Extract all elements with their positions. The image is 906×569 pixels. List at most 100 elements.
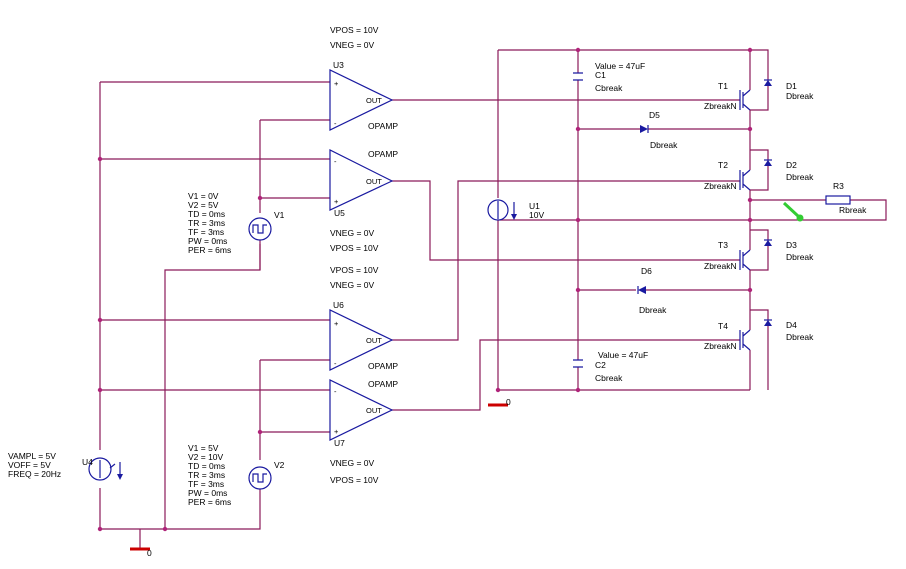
u3-vpos: VPOS = 10V (330, 25, 379, 35)
t4-model: ZbreakN (704, 341, 737, 351)
igbt-t4[interactable]: T4 ZbreakN (704, 321, 751, 351)
igbt-t2[interactable]: T2 ZbreakN (704, 160, 751, 191)
u7-vpos: VPOS = 10V (330, 475, 379, 485)
u5-vneg: VNEG = 0V (330, 228, 375, 238)
pin-plus: + (334, 79, 339, 88)
v1-param-4: TF = 3ms (188, 227, 224, 237)
v1-param-3: TR = 3ms (188, 218, 225, 228)
t2-model: ZbreakN (704, 181, 737, 191)
v2-param-6: PER = 6ms (188, 497, 231, 507)
v1-param-5: PW = 0ms (188, 236, 227, 246)
d3-ref: D3 (786, 240, 797, 250)
u5-vpos: VPOS = 10V (330, 243, 379, 253)
u3-ref: U3 (333, 60, 344, 70)
d5-ref: D5 (649, 110, 660, 120)
r3-model: Rbreak (839, 205, 867, 215)
ground-symbol-bottom: 0 (130, 529, 152, 558)
u3-vneg: VNEG = 0V (330, 40, 375, 50)
u7-model: OPAMP (368, 379, 398, 389)
v2-param-2: TD = 0ms (188, 461, 225, 471)
opamp-u7[interactable]: - + OUT U7 OPAMP VNEG = 0V VPOS = 10V (329, 379, 398, 485)
v1-param-0: V1 = 0V (188, 191, 219, 201)
u6-model: OPAMP (368, 361, 398, 371)
resistor-r3[interactable]: R3 Rbreak (825, 181, 867, 215)
u4-param-0: VAMPL = 5V (8, 451, 56, 461)
u4-ref: U4 (82, 457, 93, 467)
ground-label: 0 (147, 548, 152, 558)
pin-plus: + (334, 427, 339, 436)
u1-value: 10V (529, 210, 544, 220)
v2-ref: V2 (274, 460, 285, 470)
c2-model: Cbreak (595, 373, 623, 383)
d6-model: Dbreak (639, 305, 667, 315)
u5-ref: U5 (334, 208, 345, 218)
diode-d2[interactable]: D2 Dbreak (764, 159, 814, 182)
diode-d5[interactable]: D5 Dbreak (640, 110, 678, 150)
junctions (97, 47, 753, 532)
u3-model: OPAMP (368, 121, 398, 131)
pin-plus: + (334, 319, 339, 328)
pin-minus: - (334, 119, 337, 128)
v1-param-1: V2 = 5V (188, 200, 219, 210)
c2-value: Value = 47uF (598, 350, 648, 360)
opamp-u6[interactable]: + - OUT U6 OPAMP VPOS = 10V VNEG = 0V (329, 265, 398, 371)
u7-ref: U7 (334, 438, 345, 448)
capacitor-c2[interactable]: Value = 47uF C2 Cbreak (573, 350, 648, 383)
pin-minus: - (334, 359, 337, 368)
v2-param-3: TR = 3ms (188, 470, 225, 480)
sine-source-u4[interactable]: U4 VAMPL = 5V VOFF = 5V FREQ = 20Hz (8, 451, 123, 481)
diode-d3[interactable]: D3 Dbreak (764, 239, 814, 262)
t3-model: ZbreakN (704, 261, 737, 271)
ground-symbol-dc: 0 (488, 397, 511, 407)
ground-label: 0 (506, 397, 511, 407)
d1-ref: D1 (786, 81, 797, 91)
t1-ref: T1 (718, 81, 728, 91)
pin-out: OUT (366, 406, 382, 415)
opamp-u3[interactable]: + - OUT U3 OPAMP VPOS = 10V VNEG = 0V (329, 25, 398, 131)
pulse-source-v2[interactable]: V2 V1 = 5V V2 = 10V TD = 0ms TR = 3ms TF… (188, 443, 285, 507)
v2-param-0: V1 = 5V (188, 443, 219, 453)
d2-ref: D2 (786, 160, 797, 170)
c2-ref: C2 (595, 360, 606, 370)
v2-param-5: PW = 0ms (188, 488, 227, 498)
c1-model: Cbreak (595, 83, 623, 93)
pin-plus: + (334, 197, 339, 206)
t1-model: ZbreakN (704, 101, 737, 111)
d3-model: Dbreak (786, 252, 814, 262)
v2-param-1: V2 = 10V (188, 452, 224, 462)
u7-vneg: VNEG = 0V (330, 458, 375, 468)
d4-model: Dbreak (786, 332, 814, 342)
c1-value: Value = 47uF (595, 61, 645, 71)
pin-minus: - (334, 157, 337, 166)
igbt-t1[interactable]: T1 ZbreakN (704, 81, 751, 111)
d6-ref: D6 (641, 266, 652, 276)
v1-ref: V1 (274, 210, 285, 220)
u4-param-1: VOFF = 5V (8, 460, 51, 470)
d4-ref: D4 (786, 320, 797, 330)
v2-param-4: TF = 3ms (188, 479, 224, 489)
opamp-u5[interactable]: - + OUT U5 OPAMP VNEG = 0V VPOS = 10V (329, 149, 398, 253)
u6-vpos: VPOS = 10V (330, 265, 379, 275)
v1-param-2: TD = 0ms (188, 209, 225, 219)
dc-source-u1[interactable]: U1 10V (487, 199, 544, 221)
pin-out: OUT (366, 336, 382, 345)
pulse-source-v1[interactable]: V1 V1 = 0V V2 = 5V TD = 0ms TR = 3ms TF … (188, 191, 285, 255)
pin-out: OUT (366, 96, 382, 105)
d5-model: Dbreak (650, 140, 678, 150)
capacitor-c1[interactable]: Value = 47uF C1 Cbreak (573, 61, 645, 93)
t4-ref: T4 (718, 321, 728, 331)
igbt-t3[interactable]: T3 ZbreakN (704, 240, 751, 271)
u6-ref: U6 (333, 300, 344, 310)
diode-d4[interactable]: D4 Dbreak (764, 319, 814, 342)
v1-param-6: PER = 6ms (188, 245, 231, 255)
diode-d6[interactable]: D6 Dbreak (637, 266, 667, 315)
d2-model: Dbreak (786, 172, 814, 182)
r3-ref: R3 (833, 181, 844, 191)
pin-out: OUT (366, 177, 382, 186)
diode-d1[interactable]: D1 Dbreak (764, 79, 814, 101)
voltage-probe-marker[interactable] (782, 201, 804, 222)
u4-param-2: FREQ = 20Hz (8, 469, 61, 479)
d1-model: Dbreak (786, 91, 814, 101)
